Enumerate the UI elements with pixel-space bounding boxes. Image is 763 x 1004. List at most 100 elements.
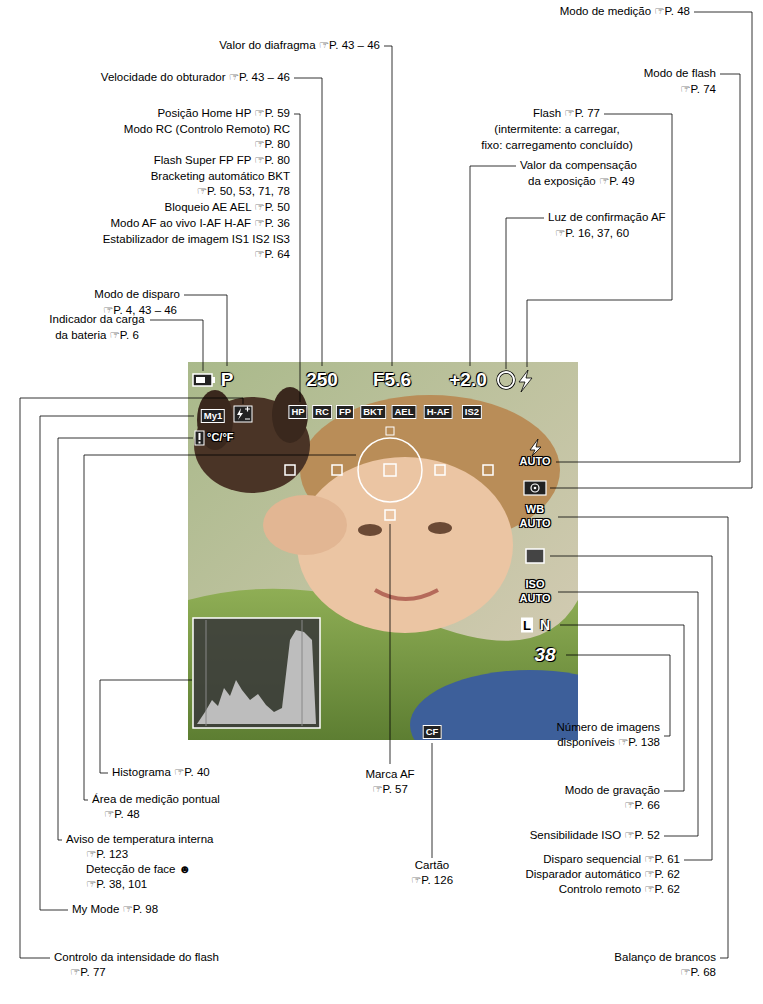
callout-label: Modo AF ao vivo I-AF H-AF ☞P. 36 <box>111 217 290 231</box>
callout-label: Modo RC (Controlo Remoto) RC <box>124 123 290 137</box>
indicator-icon: CF <box>423 725 442 739</box>
callout-label: ☞P. 77 <box>70 966 106 980</box>
temperature-mark <box>199 433 201 440</box>
callout-label: Indicador da carga <box>49 313 144 327</box>
callout-label: Controlo da intensidade do flash <box>54 951 219 965</box>
callout-label: Sensibilidade ISO ☞P. 52 <box>530 829 660 843</box>
indicator-icon: My1 <box>201 409 225 423</box>
callout-label: Cartão <box>415 859 450 873</box>
callout-label: ☞P. 74 <box>680 83 716 97</box>
callout-label: Valor do diafragma ☞P. 43 – 46 <box>219 39 380 53</box>
flash-intensity-icon <box>234 406 252 422</box>
indicator-icon: IS2 <box>462 405 482 419</box>
leader-line <box>150 320 203 371</box>
callout-label: My Mode ☞P. 98 <box>72 903 158 917</box>
readout-value: F5.6 <box>373 369 411 392</box>
histogram-curve <box>197 630 316 724</box>
callout-label: Flash ☞P. 77 <box>533 107 600 121</box>
metering-dot <box>534 487 537 490</box>
shirt <box>410 670 578 740</box>
leader-line <box>470 166 516 366</box>
battery-level <box>196 377 205 383</box>
callout-label: ☞P. 80 <box>254 138 290 152</box>
callout-label: Estabilizador de imagem IS1 IS2 IS3 <box>103 233 290 247</box>
histogram <box>193 618 320 728</box>
callout-label: ☞P. 48 <box>104 808 140 822</box>
indicator-icon: RC <box>312 405 332 419</box>
eye <box>358 524 382 536</box>
callout-label: ☞P. 50, 53, 71, 78 <box>197 185 290 199</box>
leader-line <box>294 78 322 366</box>
flash-intensity-sign <box>245 407 250 420</box>
leader-line <box>560 625 684 791</box>
leader-line <box>390 524 391 764</box>
histogram-frame <box>193 618 320 728</box>
readout-value: 250 <box>306 369 338 392</box>
histogram-guide <box>302 620 303 726</box>
af-targets <box>285 427 493 520</box>
histogram-guide <box>206 620 207 726</box>
callout-label: Bracketing automático BKT <box>151 170 290 184</box>
af-target <box>285 465 295 475</box>
indicator-label: ISO <box>526 578 545 591</box>
hand <box>263 495 347 555</box>
callout-label: ☞P. 66 <box>624 799 660 813</box>
temperature-mark <box>199 442 201 444</box>
indicator-icon: L <box>521 618 533 633</box>
puppy-ear <box>272 387 308 443</box>
callout-label: ☞P. 57 <box>372 783 408 797</box>
indicator-icon: FP <box>336 405 354 419</box>
flash-ready-icon <box>519 370 532 392</box>
af-target <box>435 465 445 475</box>
temperature-icon <box>195 431 204 445</box>
indicator-label: °C/°F <box>207 431 234 444</box>
mouth <box>375 590 438 599</box>
battery-body <box>193 374 212 386</box>
flash-intensity-frame <box>234 406 252 422</box>
battery-icon <box>193 374 215 386</box>
callout-label: Balanço de brancos <box>614 951 716 965</box>
callout-label: Aviso de temperatura interna <box>66 833 213 847</box>
callout-label: Flash Super FP FP ☞P. 80 <box>154 154 290 168</box>
callout-label: (intermitente: a carregar, <box>494 123 619 137</box>
indicator-label: AUTO <box>520 517 551 530</box>
af-target <box>385 510 395 520</box>
callout-label: Modo de gravação <box>565 784 660 798</box>
callout-label: Disparo sequencial ☞P. 61 <box>543 853 680 867</box>
af-target <box>332 465 342 475</box>
callout-label: disponíveis ☞P. 138 <box>557 736 660 750</box>
leader-line <box>100 680 192 773</box>
leader-line <box>558 517 728 958</box>
callout-label: Área de medição pontual <box>92 793 220 807</box>
leader-line <box>58 438 193 840</box>
callout-label: Número de imagens <box>556 721 660 735</box>
leader-lines <box>20 12 752 958</box>
callout-label: Posição Home HP ☞P. 59 <box>157 107 290 121</box>
metering-icon <box>524 481 546 495</box>
af-confirm-mark <box>498 372 514 388</box>
callout-label: Modo de disparo <box>94 288 180 302</box>
indicator-label: AUTO <box>520 455 551 468</box>
temperature-frame <box>195 431 204 445</box>
face-detect-icon <box>386 427 394 435</box>
readout-value: P <box>221 369 234 392</box>
callout-label: Disparador automático ☞P. 62 <box>525 868 680 882</box>
leader-line <box>84 455 356 800</box>
metering-ring <box>531 484 539 492</box>
callout-label: Histograma ☞P. 40 <box>112 766 210 780</box>
callout-label: Detecção de face ☻ <box>86 863 191 877</box>
battery-nub <box>212 377 215 383</box>
frame-counter: 38 <box>534 644 555 667</box>
callout-label: Valor da compensação <box>520 159 637 173</box>
indicator-label: AUTO <box>520 592 551 605</box>
photo <box>188 362 578 740</box>
leader-line <box>20 398 243 958</box>
callout-label: ☞P. 38, 101 <box>86 878 147 892</box>
callout-label: da exposição ☞P. 49 <box>528 175 635 189</box>
callout-label: Controlo remoto ☞P. 62 <box>559 883 680 897</box>
leader-line <box>184 295 227 366</box>
drive-icon <box>526 549 544 563</box>
callout-label: Velocidade do obturador ☞P. 43 – 46 <box>101 71 290 85</box>
af-target <box>384 464 396 476</box>
